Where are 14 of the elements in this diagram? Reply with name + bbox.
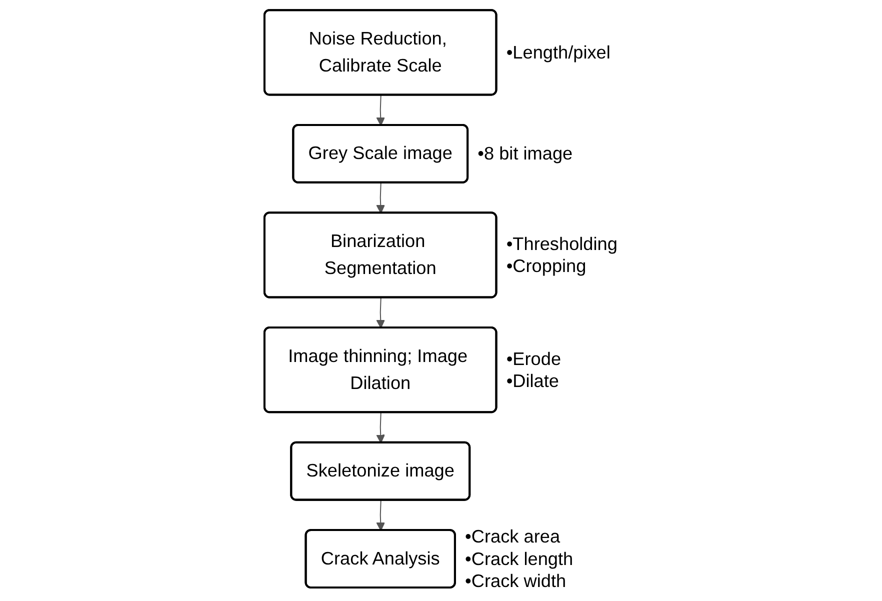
note-text: •Dilate xyxy=(506,370,560,391)
note-text: •8 bit image xyxy=(478,144,573,164)
arrow xyxy=(376,298,386,328)
arrow xyxy=(376,500,386,531)
note-text: •Crack width xyxy=(465,570,566,591)
arrow xyxy=(376,412,386,444)
note-text: •Crack area xyxy=(465,526,560,547)
arrow xyxy=(376,182,386,214)
note-text: •Cropping xyxy=(506,256,586,276)
note-text: •Erode xyxy=(506,348,562,369)
arrow xyxy=(376,95,386,126)
note-text: •Thresholding xyxy=(506,234,618,254)
note-text: •Crack length xyxy=(465,548,574,569)
note-text: •Length/pixel xyxy=(506,42,610,62)
